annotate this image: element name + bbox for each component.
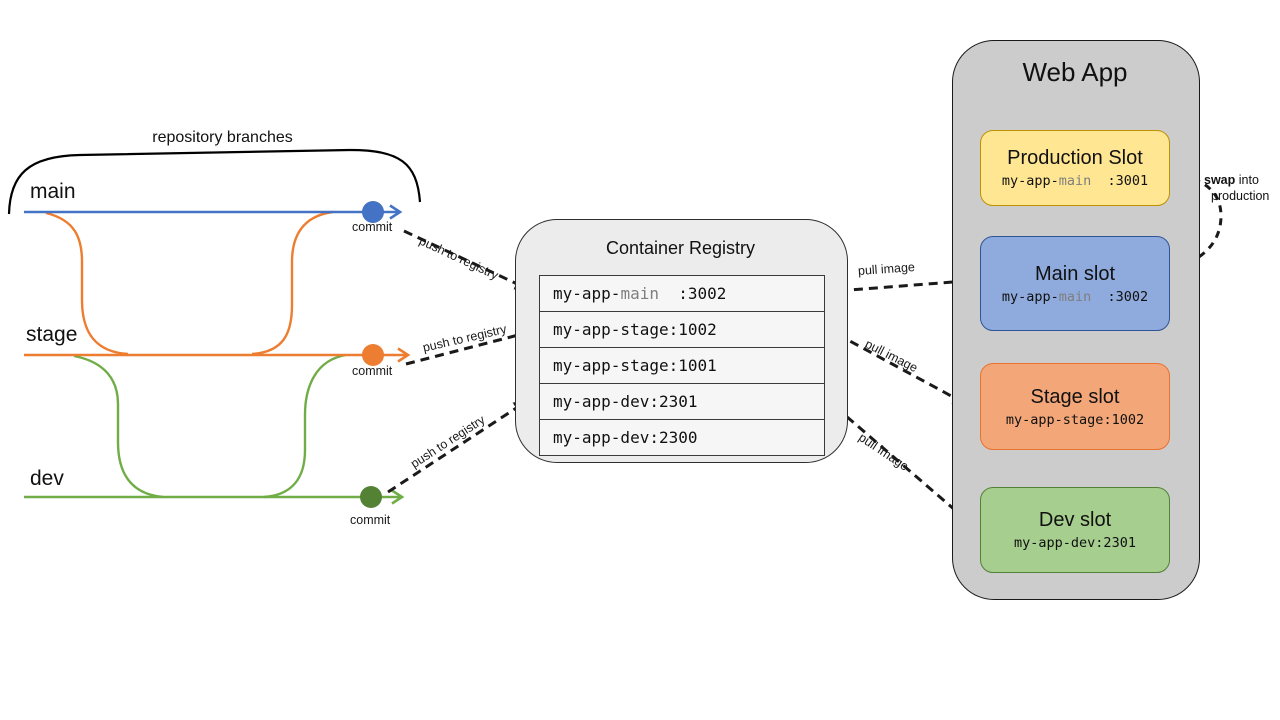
pull-arrow-dev [823, 395, 972, 525]
main-commit-dot [362, 201, 384, 223]
registry-image-table: my-app-main :3002 my-app-stage:1002 my-a… [539, 275, 825, 456]
production-slot-title: Production Slot [1007, 147, 1143, 169]
dev-slot: Dev slot my-app-dev:2301 [980, 487, 1170, 573]
stage-branch-out-curve [45, 211, 129, 356]
dev-commit-dot [360, 486, 382, 508]
main-slot: Main slot my-app-main :3002 [980, 236, 1170, 331]
stage-slot-title: Stage slot [1030, 385, 1120, 408]
production-slot: Production Slot my-app-main :3001 [980, 130, 1170, 206]
swap-into-production-label: swap into production [1204, 173, 1270, 204]
commit-label-dev: commit [350, 513, 391, 527]
container-registry-title: Container Registry [605, 238, 756, 258]
registry-row-text: my-app-stage:1001 [553, 356, 717, 375]
commit-label-stage: commit [352, 364, 393, 378]
main-slot-image-tag: my-app-main :3002 [1001, 288, 1149, 305]
repository-brace [7, 148, 422, 215]
registry-row-suffix: :3002 [658, 284, 727, 303]
production-slot-image-tag: my-app-main :3001 [1001, 173, 1149, 189]
registry-row-tag: main [620, 284, 659, 303]
dev-merge-curve [263, 353, 347, 499]
push-arrow-dev [387, 399, 529, 494]
stage-slot: Stage slot my-app-stage:1002 [980, 363, 1170, 450]
stage-commit-dot [362, 344, 384, 366]
branch-label-main: main [30, 180, 76, 203]
web-app-title: Web App [1022, 57, 1128, 87]
registry-row: my-app-dev:2300 [540, 420, 824, 455]
registry-row-text: my-app-stage:1002 [553, 320, 717, 339]
registry-row-text: my-app-dev:2301 [553, 392, 698, 411]
repository-branches-label: repository branches [152, 129, 293, 146]
stage-slot-image-tag: my-app-stage:1002 [1005, 411, 1145, 428]
dev-slot-title: Dev slot [1038, 509, 1112, 531]
registry-row-text: my-app-dev:2300 [553, 428, 698, 447]
dev-branch-out-curve [73, 354, 164, 499]
pull-arrow-stage [823, 325, 968, 406]
branch-label-dev: dev [30, 467, 64, 490]
registry-row-prefix: my-app- [553, 284, 621, 303]
branch-label-stage: stage [26, 323, 78, 346]
registry-row: my-app-stage:1001 [540, 348, 824, 384]
push-arrow-stage [405, 328, 532, 366]
push-arrow-main [403, 229, 530, 291]
registry-row: my-app-dev:2301 [540, 384, 824, 420]
registry-row: my-app-stage:1002 [540, 312, 824, 348]
commit-label-main: commit [352, 220, 393, 234]
registry-row: my-app-main :3002 [540, 276, 824, 312]
stage-merge-curve [251, 210, 334, 356]
main-slot-title: Main slot [1034, 262, 1116, 285]
dev-slot-image-tag: my-app-dev:2301 [1014, 535, 1136, 551]
